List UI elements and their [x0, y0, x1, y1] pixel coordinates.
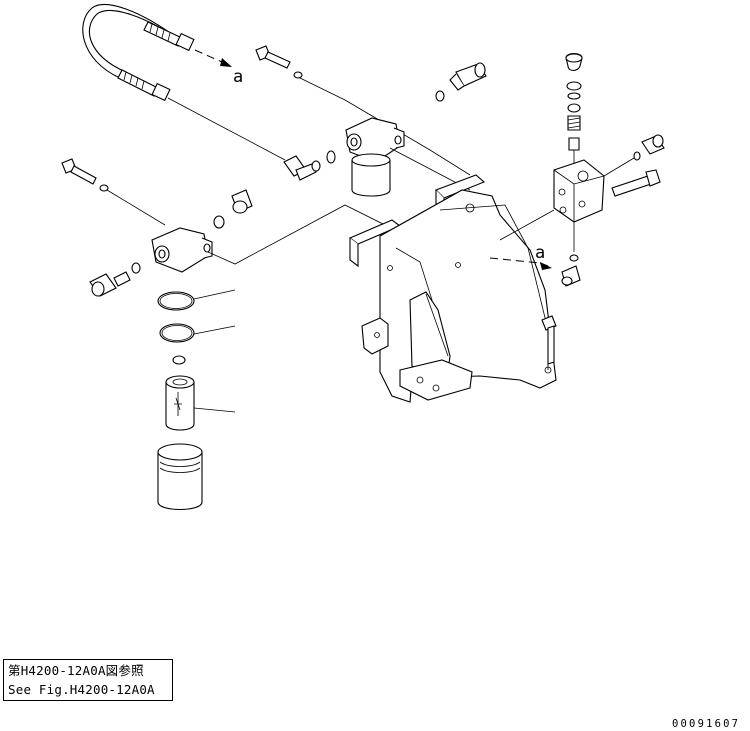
ref-label-a-right: a: [535, 243, 545, 263]
o-ring-large: [158, 292, 194, 310]
valve-elbow-fitting: [634, 135, 664, 160]
connector-upper-left: [284, 151, 335, 180]
filter-bowl: [158, 444, 202, 510]
hose-fitting-lower: [118, 70, 170, 100]
connector-upper-right: [450, 63, 486, 90]
o-ring-small: [173, 356, 185, 364]
o-ring-upper: [436, 91, 444, 101]
ref-label-a-upper: a: [233, 67, 243, 87]
o-ring-medium: [160, 324, 194, 342]
drawing-code: 00091607: [672, 718, 741, 730]
filter-head-upper: [346, 118, 404, 196]
filter-element: [166, 376, 235, 430]
mounting-bracket: [350, 175, 556, 402]
connector-lower-side: [90, 263, 140, 296]
bracket-bolt: [542, 316, 556, 364]
connector-lower-top: [214, 190, 252, 228]
valve-block: [554, 160, 604, 222]
filter-head-lower: [152, 228, 212, 272]
hose-assembly: a: [83, 5, 285, 160]
bolt-lower: [62, 159, 108, 191]
valve-lower-elbow: [562, 266, 580, 286]
hose-fitting-upper: [144, 22, 194, 50]
lower-filter-assembly: [62, 159, 385, 510]
valve-plug-stack: [566, 54, 582, 151]
valve-block-assembly: a: [490, 54, 664, 287]
upper-filter-assembly: [256, 46, 486, 196]
reference-note-english: See Fig.H4200-12A0A: [8, 682, 155, 697]
bolt-upper: [256, 46, 302, 78]
valve-mount-bolt: [612, 170, 660, 196]
reference-note-japanese: 第H4200-12A0A図参照: [8, 663, 144, 678]
reference-note-box: 第H4200-12A0A図参照 See Fig.H4200-12A0A: [3, 659, 173, 701]
